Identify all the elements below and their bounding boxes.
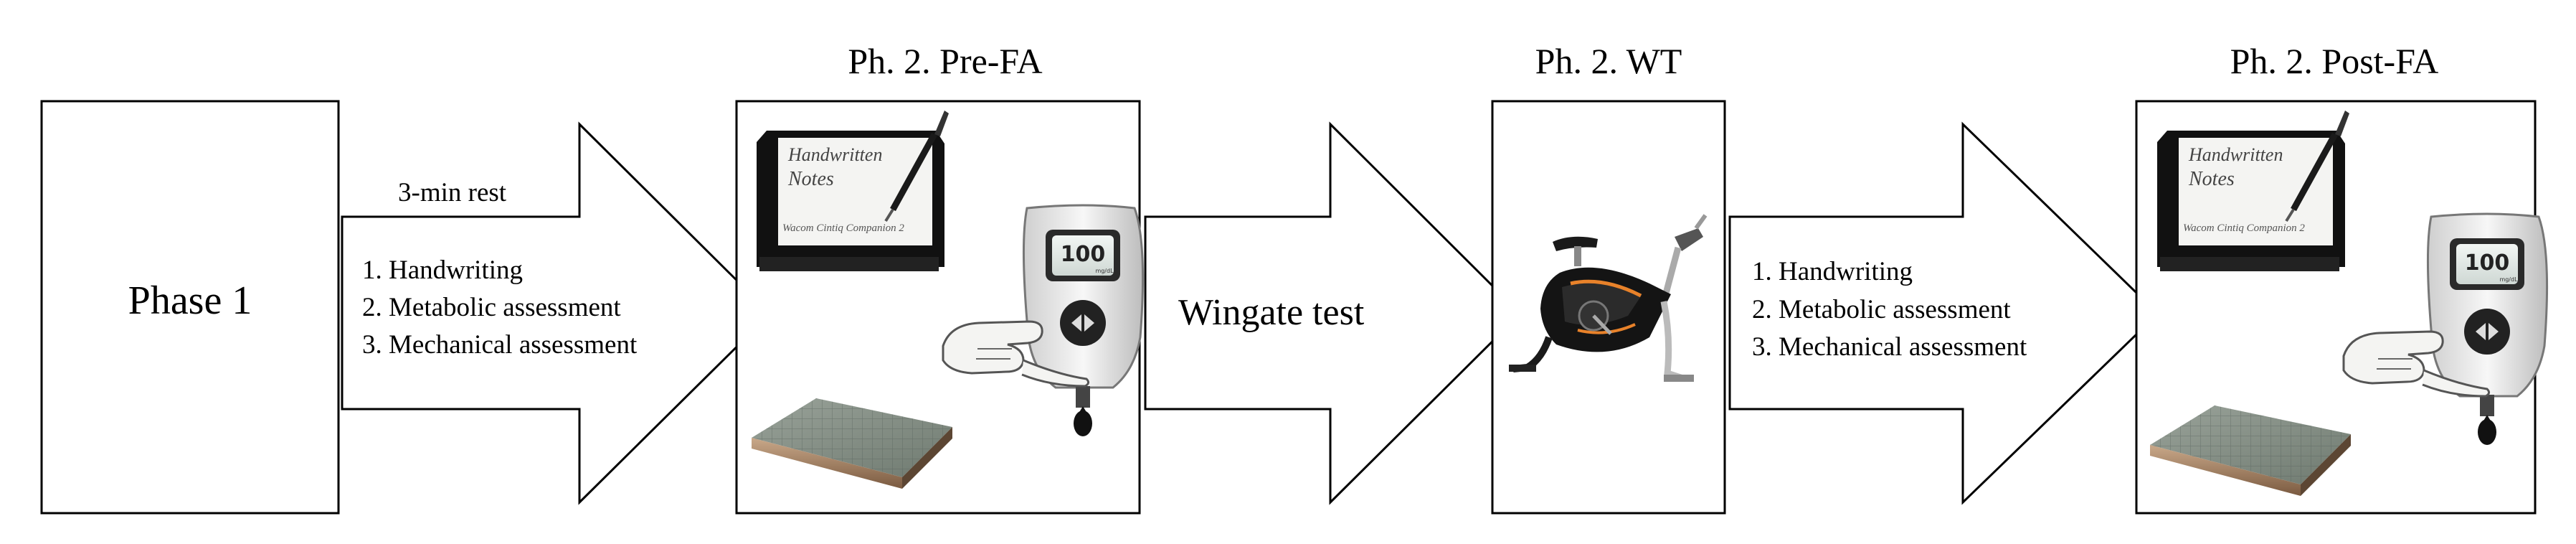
glucometer-unit: mg/dL [1095,268,1114,274]
bike-icon [1509,214,1708,383]
wt-title: Ph. 2. WT [1535,41,1682,81]
rest-arrow [341,121,772,505]
first-list-item-1: 1. Handwriting [362,255,523,285]
first-list-item-2: 2. Metabolic assessment [362,293,621,322]
tablet-text-2: Notes [787,168,834,190]
pre-fa-title: Ph. 2. Pre-FA [848,41,1042,81]
tablet-text-3: Wacom Cintiq Companion 2 [2183,222,2305,234]
second-arrow [1728,121,2160,505]
tablet-text-1: Handwritten [2188,144,2283,165]
post-fa-title: Ph. 2. Post-FA [2230,41,2439,81]
glucometer-unit: mg/dL [2499,276,2518,283]
second-list-item-1: 1. Handwriting [1752,257,1913,286]
glucometer-reading: 100 [1061,242,1106,267]
wingate-arrow [1144,121,1523,505]
second-list-item-3: 3. Mechanical assessment [1752,332,2027,362]
glucometer-icon: 100 mg/dL [1022,204,1145,438]
phase1-label: Phase 1 [128,278,252,323]
tablet-text-1: Handwritten [787,144,882,165]
second-list-item-2: 2. Metabolic assessment [1752,295,2011,324]
rest-label: 3-min rest [398,178,507,207]
tablet-text-3: Wacom Cintiq Companion 2 [782,222,904,234]
glucometer-icon: 100 mg/dL [2426,212,2549,446]
tablet-icon: Handwritten Notes Wacom Cintiq Companion… [757,111,949,271]
phase1-box [40,100,340,515]
wingate-label: Wingate test [1178,292,1365,333]
first-list-item-3: 3. Mechanical assessment [362,330,638,360]
tablet-icon: Handwritten Notes Wacom Cintiq Companion… [2157,111,2349,271]
tablet-text-2: Notes [2188,168,2235,190]
glucometer-reading: 100 [2465,250,2510,276]
